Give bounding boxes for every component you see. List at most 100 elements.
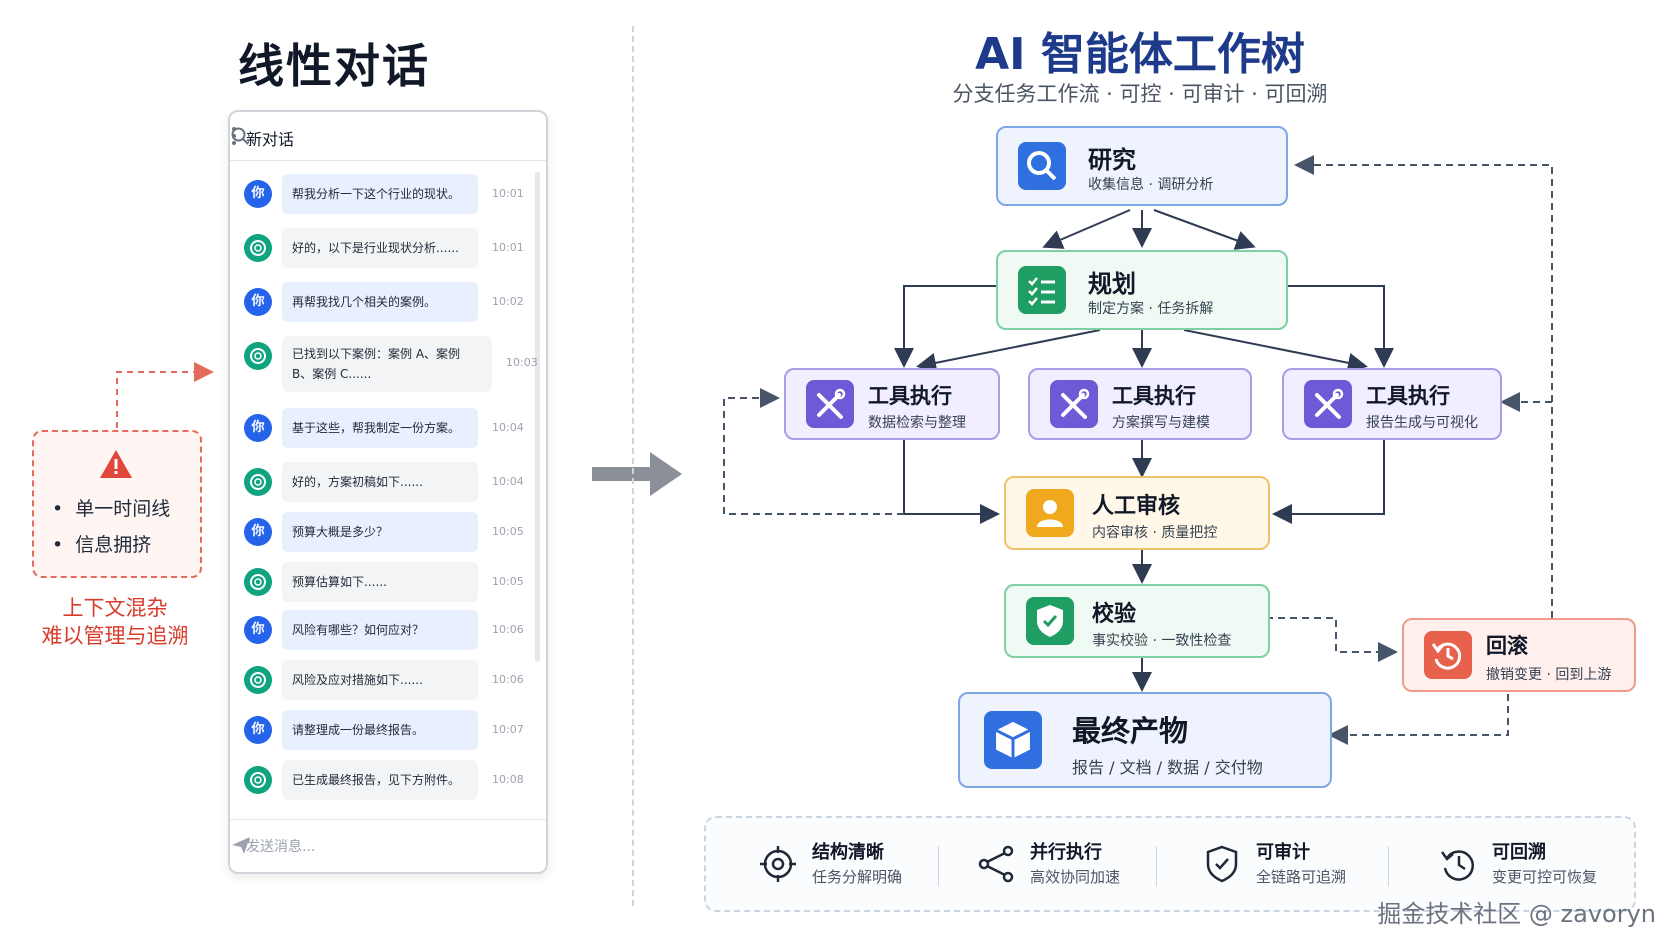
chat-scrollbar[interactable] <box>535 172 540 662</box>
chat-input-bar: 发送消息... <box>230 819 546 872</box>
chat-message: 你预算大概是多少？ 10:05 <box>244 512 524 552</box>
node-review[interactable]: 人工审核 内容审核 · 质量把控 <box>1004 476 1270 550</box>
node-tool-1[interactable]: 工具执行 数据检索与整理 <box>784 368 1000 440</box>
edge-plan-tool3 <box>1183 329 1368 373</box>
node-tool-2-title: 工具执行 <box>1112 384 1196 408</box>
feature-separator <box>1156 846 1157 886</box>
node-final-sub: 报告 / 文档 / 数据 / 交付物 <box>1072 758 1263 777</box>
message-time: 10:04 <box>492 475 524 488</box>
message-text: 再帮我找几个相关的案例。 <box>282 282 478 322</box>
send-icon[interactable] <box>230 834 252 856</box>
rollback-icon <box>1424 631 1472 679</box>
message-text: 已生成最终报告，见下方附件。 <box>282 760 478 800</box>
message-time: 10:05 <box>492 575 524 588</box>
feature-parallel-sub: 高效协同加速 <box>1030 868 1121 886</box>
edge-tool1-review <box>903 440 1000 524</box>
node-final-title: 最终产物 <box>1072 714 1189 748</box>
edge-rollback-research <box>1294 155 1553 618</box>
target-icon <box>760 846 796 882</box>
chat-message: 好的，以下是行业现状分析...... 10:01 <box>244 228 524 268</box>
node-review-title: 人工审核 <box>1092 494 1181 519</box>
message-time: 10:01 <box>492 241 524 254</box>
message-text: 好的，方案初稿如下...... <box>282 462 478 502</box>
edge-plan-tool1-outer <box>894 285 996 368</box>
node-verify-title: 校验 <box>1092 602 1137 627</box>
ai-avatar-icon <box>244 468 272 496</box>
user-avatar: 你 <box>244 616 272 644</box>
history-icon <box>1440 850 1474 881</box>
node-research[interactable]: 研究 收集信息 · 调研分析 <box>996 126 1288 206</box>
message-text: 预算大概是多少？ <box>282 512 478 552</box>
search-icon <box>1018 142 1066 190</box>
node-plan-title: 规划 <box>1088 270 1136 298</box>
chat-header: 新对话 <box>230 112 546 161</box>
warning-box: • 单一时间线 • 信息拥挤 <box>32 430 202 578</box>
node-tool-2[interactable]: 工具执行 方案撰写与建模 <box>1028 368 1252 440</box>
feature-strip: 结构清晰 任务分解明确 并行执行 高效协同加速 可审计 全链路可追溯 可回溯 变… <box>704 816 1636 912</box>
ai-avatar-icon <box>244 568 272 596</box>
warning-item-2: • 信息拥挤 <box>52 534 152 556</box>
node-plan-sub: 制定方案 · 任务拆解 <box>1088 301 1214 317</box>
ai-avatar-icon <box>244 342 272 370</box>
section-divider <box>632 26 634 906</box>
ai-avatar-icon <box>244 666 272 694</box>
checklist-icon <box>1018 266 1066 314</box>
message-text: 好的，以下是行业现状分析...... <box>282 228 478 268</box>
tools-icon <box>1050 380 1098 428</box>
edge-research-plan-right <box>1153 209 1256 250</box>
message-time: 10:03 <box>506 356 538 369</box>
chat-message: 你帮我分析一下这个行业的现状。10:01 <box>244 174 524 214</box>
message-text: 基于这些，帮我制定一份方案。 <box>282 408 478 448</box>
warning-caption: 上下文混杂 难以管理与追溯 <box>20 594 210 650</box>
watermark: 掘金技术社区 @ zavoryn <box>1377 900 1656 928</box>
message-time: 10:05 <box>492 525 524 538</box>
chat-message: 你再帮我找几个相关的案例。 10:02 <box>244 282 524 322</box>
message-time: 10:04 <box>492 421 524 434</box>
linear-chat-title: 线性对话 <box>238 39 430 93</box>
node-research-sub: 收集信息 · 调研分析 <box>1088 177 1214 193</box>
edge-tool3-review <box>1272 440 1385 524</box>
message-time: 10:02 <box>492 295 524 308</box>
work-tree-title: AI 智能体工作树 <box>975 29 1305 80</box>
warning-caption-line1: 上下文混杂 <box>62 596 168 620</box>
node-tool-1-sub: 数据检索与整理 <box>868 415 966 431</box>
chat-message: 你请整理成一份最终报告。10:07 <box>244 710 524 750</box>
node-rollback[interactable]: 回滚 撤销变更 · 回到上游 <box>1402 618 1636 692</box>
message-time: 10:06 <box>492 673 524 686</box>
feature-trace-title: 可回溯 <box>1492 842 1546 863</box>
message-time: 10:01 <box>492 187 524 200</box>
transition-arrow <box>592 452 682 496</box>
warning-item-1: • 单一时间线 <box>52 498 171 520</box>
message-text: 预算估算如下...... <box>282 562 478 602</box>
search-icon[interactable] <box>230 126 250 146</box>
warning-icon <box>100 450 132 478</box>
node-rollback-title: 回滚 <box>1486 634 1528 658</box>
user-avatar: 你 <box>244 414 272 442</box>
node-verify[interactable]: 校验 事实校验 · 一致性检查 <box>1004 584 1270 658</box>
feature-audit-sub: 全链路可追溯 <box>1256 868 1347 886</box>
node-tool-2-sub: 方案撰写与建模 <box>1112 415 1210 431</box>
chat-message: 已找到以下案例：案例 A、案例 B、案例 C...... 10:03 <box>244 336 538 392</box>
node-tool-3[interactable]: 工具执行 报告生成与可视化 <box>1282 368 1502 440</box>
feature-trace-sub: 变更可控可恢复 <box>1492 868 1598 886</box>
node-final[interactable]: 最终产物 报告 / 文档 / 数据 / 交付物 <box>958 692 1332 788</box>
edge-plan-tool1 <box>916 329 1101 373</box>
node-tool-3-title: 工具执行 <box>1366 384 1450 408</box>
chat-window: 新对话 你帮我分析一下这个行业的现状。10:01 好的，以下是行业现状分析....… <box>228 110 548 874</box>
chat-message: 已生成最终报告，见下方附件。 10:08 <box>244 760 524 800</box>
message-time: 10:08 <box>492 773 524 786</box>
user-avatar: 你 <box>244 288 272 316</box>
loop-tool1 <box>723 388 904 515</box>
chat-message: 预算估算如下...... 10:05 <box>244 562 524 602</box>
node-verify-sub: 事实校验 · 一致性检查 <box>1092 633 1232 649</box>
message-input[interactable]: 发送消息... <box>246 839 316 855</box>
tools-icon <box>806 380 854 428</box>
chat-message: 你基于这些，帮我制定一份方案。 10:04 <box>244 408 524 448</box>
message-text: 已找到以下案例：案例 A、案例 B、案例 C...... <box>282 336 492 392</box>
feature-structure-title: 结构清晰 <box>812 842 884 863</box>
user-avatar: 你 <box>244 518 272 546</box>
more-vertical-icon[interactable] <box>230 126 238 146</box>
node-plan[interactable]: 规划 制定方案 · 任务拆解 <box>996 250 1288 330</box>
ai-avatar-icon <box>244 234 272 262</box>
feature-separator <box>1388 846 1389 886</box>
